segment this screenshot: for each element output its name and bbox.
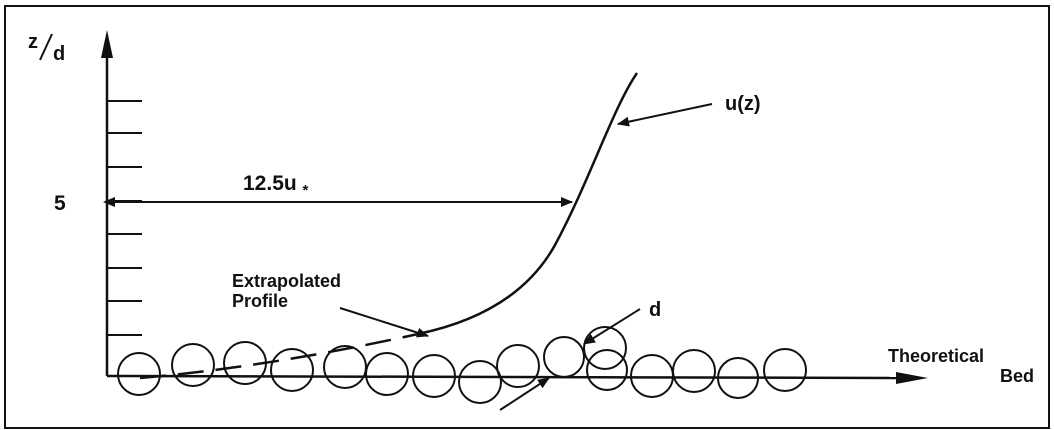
grain [583, 326, 627, 370]
curve-label-arrow [617, 103, 713, 127]
grain [365, 352, 409, 396]
y-axis-label: z d [28, 31, 65, 65]
y-axis-label-num: z [28, 31, 38, 53]
extrapolated-label-line1: Extrapolated [232, 271, 341, 291]
grain [171, 343, 215, 387]
y-tick-label-5: 5 [54, 192, 66, 215]
grain [496, 344, 540, 388]
grain [630, 354, 674, 398]
grain [223, 341, 267, 385]
grain-diameter-arrow-bottom [499, 377, 550, 411]
y-axis-label-den: d [53, 43, 65, 65]
y-axis-arrowhead [101, 30, 113, 58]
bed-label-line2: Bed [1000, 366, 1034, 386]
grain [672, 349, 716, 393]
sediment-grains [117, 326, 807, 404]
grain [412, 354, 456, 398]
grain [458, 360, 502, 404]
dimension-label-sub: * [303, 182, 309, 199]
dimension-label-main: 12.5u [243, 172, 297, 195]
bed-arrowhead [896, 372, 928, 384]
curve-label-uz: u(z) [725, 93, 761, 115]
grain [586, 349, 628, 391]
grain-diameter-label: d [649, 299, 661, 321]
grain [717, 357, 759, 399]
theoretical-bed-line [106, 374, 906, 380]
dimension-label: 12.5u * [243, 172, 309, 199]
extrapolated-profile-curve [139, 332, 419, 380]
grain [543, 336, 585, 378]
grain [270, 348, 314, 392]
velocity-profile-curve [417, 72, 639, 336]
grain [117, 352, 161, 396]
bed-label-line1: Theoretical [888, 346, 984, 366]
extrapolated-label-arrow [339, 307, 429, 338]
extrapolated-label-line2: Profile [232, 291, 288, 311]
outer-border [4, 5, 1050, 429]
y-axis-label-slash [39, 33, 53, 61]
y-axis-ticks [107, 100, 142, 336]
grain [323, 345, 367, 389]
grain [763, 348, 807, 392]
grain-diameter-arrow-top [583, 308, 641, 345]
